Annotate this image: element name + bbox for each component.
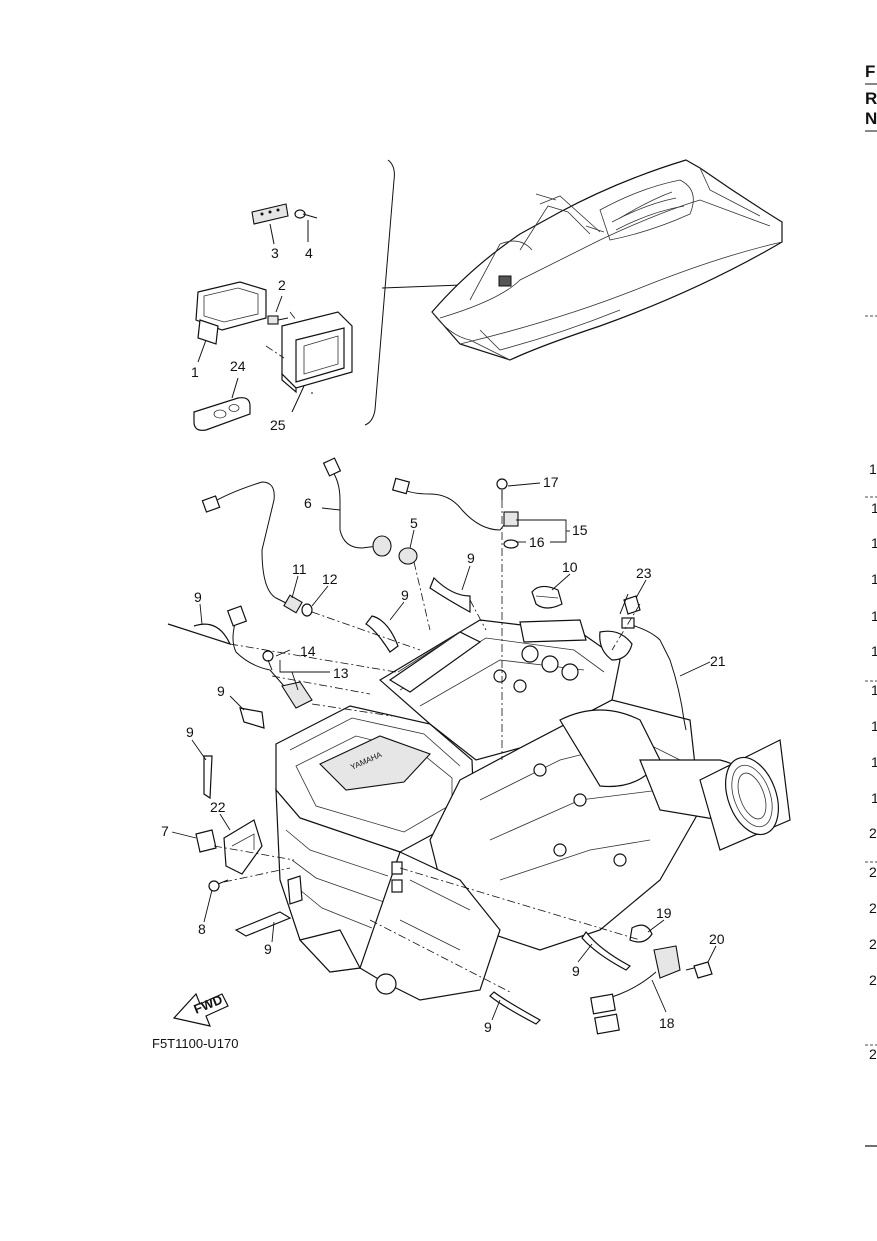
part-7 bbox=[195, 829, 217, 853]
callout-6: 6 bbox=[304, 495, 312, 511]
connector-15 bbox=[391, 477, 411, 495]
edge-row-10: 1 bbox=[871, 790, 877, 806]
connector-18b bbox=[594, 1013, 620, 1035]
edge-row-2: 1 bbox=[871, 500, 877, 516]
callout-22: 22 bbox=[210, 799, 226, 815]
bolt-14 bbox=[262, 650, 274, 662]
harness-13 bbox=[232, 619, 285, 687]
o-ring-19 bbox=[629, 924, 653, 943]
bracket-22 bbox=[223, 819, 263, 875]
callout-16: 16 bbox=[529, 534, 545, 550]
alignment-lines bbox=[213, 311, 641, 993]
part-bracket-1 bbox=[195, 281, 267, 363]
edge-row-16: 2 bbox=[869, 1046, 877, 1062]
sensor-15 bbox=[503, 511, 519, 527]
callout-9-f: 9 bbox=[264, 941, 272, 957]
callout-9-h: 9 bbox=[484, 1019, 492, 1035]
sensor-13 bbox=[281, 681, 313, 709]
callout-24: 24 bbox=[230, 358, 246, 374]
sensor-5 bbox=[398, 547, 418, 565]
watercraft-illustration bbox=[431, 159, 783, 361]
edge-row-8: 1 bbox=[871, 718, 877, 734]
callout-2: 2 bbox=[278, 277, 286, 293]
leader-lines bbox=[171, 482, 717, 1021]
part-screw-4 bbox=[294, 209, 318, 242]
edge-row-14: 2 bbox=[869, 936, 877, 952]
drawing-code: F5T1100-U170 bbox=[152, 1036, 238, 1051]
small-parts bbox=[167, 457, 713, 1035]
callout-17: 17 bbox=[543, 474, 559, 490]
part-bolt-2 bbox=[267, 295, 289, 325]
part-keyfob-24 bbox=[193, 377, 251, 431]
callout-15: 15 bbox=[572, 522, 588, 538]
edge-row-3: 1 bbox=[871, 535, 877, 551]
callout-4: 4 bbox=[305, 245, 313, 261]
callout-9-d: 9 bbox=[217, 683, 225, 699]
edge-row-9: 1 bbox=[871, 754, 877, 770]
ecu-location-marker bbox=[498, 275, 512, 287]
callout-5: 5 bbox=[410, 515, 418, 531]
callout-10: 10 bbox=[562, 559, 578, 575]
right-edge-fragments: F R N 1 1 1 1 1 1 1 1 1 1 2 2 2 2 2 2 bbox=[865, 62, 877, 1147]
callout-9-g: 9 bbox=[572, 963, 580, 979]
bolt-8 bbox=[208, 880, 220, 892]
callout-13: 13 bbox=[333, 665, 349, 681]
inset-group bbox=[193, 159, 496, 431]
callout-numbers: 1 2 3 4 24 25 17 15 16 6 5 9 10 23 11 12… bbox=[161, 245, 726, 1035]
callout-9-c: 9 bbox=[401, 587, 409, 603]
sensor-6 bbox=[372, 535, 392, 557]
callout-23: 23 bbox=[636, 565, 652, 581]
connector-13 bbox=[226, 605, 248, 627]
callout-11: 11 bbox=[292, 561, 307, 577]
callout-9-a: 9 bbox=[467, 550, 475, 566]
callout-25: 25 bbox=[270, 417, 286, 433]
edge-header-1: F bbox=[865, 62, 875, 81]
bolt-17 bbox=[496, 478, 508, 490]
harness-21 bbox=[627, 623, 687, 731]
bolt-20 bbox=[693, 961, 713, 979]
callout-14: 14 bbox=[300, 643, 316, 659]
washer-12 bbox=[301, 603, 313, 617]
clamps-9 bbox=[167, 576, 631, 1025]
callout-18: 18 bbox=[659, 1015, 675, 1031]
o-ring-16 bbox=[503, 539, 519, 549]
edge-row-12: 2 bbox=[869, 864, 877, 880]
callout-9-e: 9 bbox=[186, 724, 194, 740]
engine-illustration: YAMAHA bbox=[275, 619, 791, 1001]
edge-row-4: 1 bbox=[871, 571, 877, 587]
callout-19: 19 bbox=[656, 905, 672, 921]
connector-11 bbox=[201, 495, 221, 513]
edge-row-11: 2 bbox=[869, 825, 877, 841]
sensor-23 bbox=[623, 595, 641, 615]
edge-row-15: 2 bbox=[869, 972, 877, 988]
callout-8: 8 bbox=[198, 921, 206, 937]
part-ecu-25 bbox=[281, 311, 353, 413]
callout-21: 21 bbox=[710, 653, 726, 669]
inset-bracket bbox=[364, 159, 395, 426]
callout-3: 3 bbox=[271, 245, 279, 261]
edge-row-7: 1 bbox=[871, 682, 877, 698]
edge-header-3: N bbox=[865, 109, 877, 128]
edge-row-6: 1 bbox=[871, 643, 877, 659]
callout-9-b: 9 bbox=[194, 589, 202, 605]
edge-header-2: R bbox=[865, 89, 877, 108]
edge-row-13: 2 bbox=[869, 900, 877, 916]
sensor-18 bbox=[653, 945, 681, 979]
sensor-11 bbox=[283, 594, 303, 614]
harness-11 bbox=[209, 481, 293, 607]
edge-row-5: 1 bbox=[871, 608, 877, 624]
callout-12: 12 bbox=[322, 571, 338, 587]
callout-20: 20 bbox=[709, 931, 725, 947]
fwd-arrow: FWD bbox=[172, 992, 229, 1027]
harness-15 bbox=[399, 487, 509, 531]
callout-7: 7 bbox=[161, 823, 169, 839]
part-plate-3 bbox=[251, 203, 289, 245]
edge-row-1: 1 bbox=[869, 461, 877, 477]
connector-6 bbox=[322, 457, 342, 477]
connector-18a bbox=[590, 993, 616, 1015]
harness-6 bbox=[329, 467, 379, 549]
callout-1: 1 bbox=[191, 364, 199, 380]
